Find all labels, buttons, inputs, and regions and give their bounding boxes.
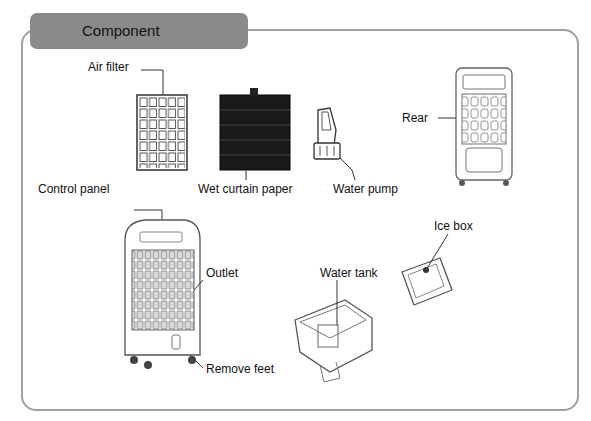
part-label: Wet curtain paper: [198, 182, 293, 196]
part-label: Control panel: [38, 182, 109, 196]
part-label: Remove feet: [206, 362, 274, 376]
part-label: Ice box: [434, 219, 473, 233]
part-label: Water tank: [320, 266, 378, 280]
header-tab: Component: [30, 13, 248, 49]
part-label: Rear: [402, 111, 428, 125]
part-label: Air filter: [88, 60, 129, 74]
header-title: Component: [82, 22, 160, 40]
part-label: Water pump: [333, 182, 398, 196]
part-label: Outlet: [206, 266, 238, 280]
